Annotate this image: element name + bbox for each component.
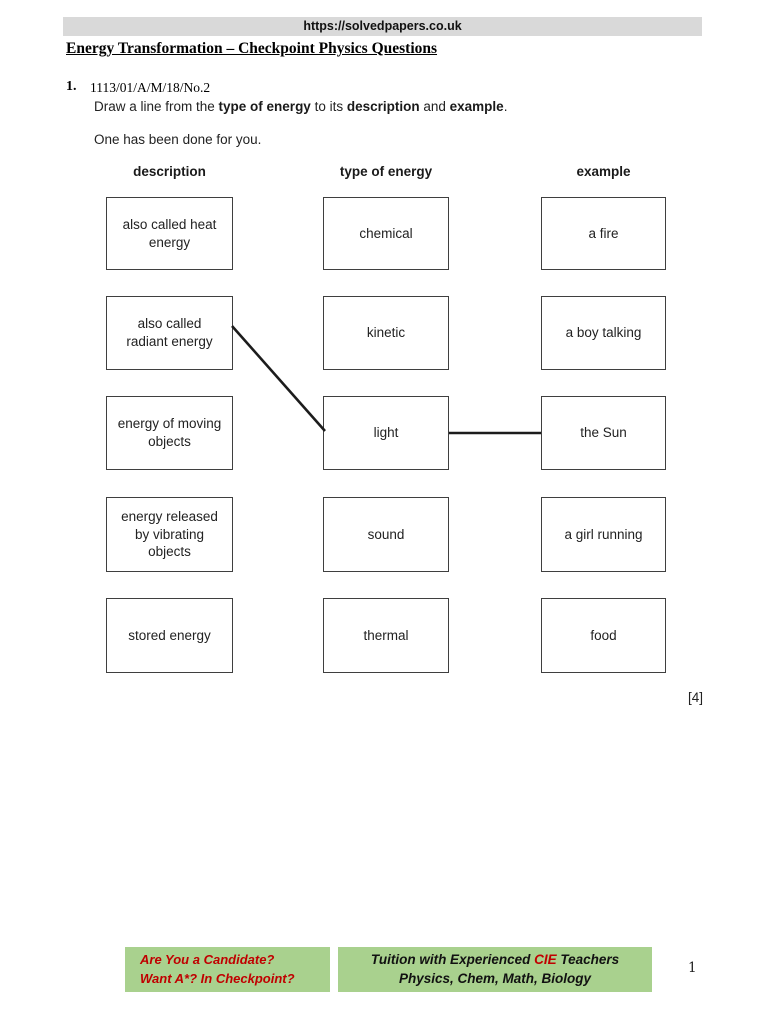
instruction-bold-example: example xyxy=(449,99,504,114)
footer-promo-left: Are You a Candidate? Want A*? In Checkpo… xyxy=(125,947,330,992)
page-title: Energy Transformation – Checkpoint Physi… xyxy=(66,40,438,57)
footer-promo-right: Tuition with Experienced CIE Teachers Ph… xyxy=(338,947,652,992)
type-box-sound: sound xyxy=(323,497,449,572)
description-box-moving-objects: energy of moving objects xyxy=(106,396,233,470)
site-url-banner: https://solvedpapers.co.uk xyxy=(63,17,702,36)
footer-promo-cie-label: CIE xyxy=(534,951,557,967)
answer-line-radiant-to-light xyxy=(231,325,326,432)
footer-promo-right-line1-prefix: Tuition with Experienced xyxy=(370,951,535,967)
instruction-text: to its xyxy=(310,99,347,114)
description-box-heat-energy: also called heat energy xyxy=(106,197,233,270)
type-box-chemical: chemical xyxy=(323,197,449,270)
footer-promo-right-line1: Tuition with Experienced CIE Teachers xyxy=(338,951,652,970)
example-box-a-girl-running: a girl running xyxy=(541,497,666,572)
example-box-food: food xyxy=(541,598,666,673)
column-header-description: description xyxy=(133,164,206,179)
footer-promo-right-line2: Physics, Chem, Math, Biology xyxy=(398,970,592,986)
example-box-a-fire: a fire xyxy=(541,197,666,270)
example-box-the-sun: the Sun xyxy=(541,396,666,470)
description-box-stored-energy: stored energy xyxy=(106,598,233,673)
description-box-radiant-energy: also called radiant energy xyxy=(106,296,233,370)
question-reference: 1113/01/A/M/18/No.2 xyxy=(90,80,211,95)
type-box-kinetic: kinetic xyxy=(323,296,449,370)
instruction-text: Draw a line from the xyxy=(94,99,219,114)
instruction-bold-description: description xyxy=(346,99,420,114)
footer-promo-right-line1-suffix: Teachers xyxy=(556,951,620,967)
question-number: 1. xyxy=(66,79,77,94)
example-box-a-boy-talking: a boy talking xyxy=(541,296,666,370)
question-instruction: Draw a line from the type of energy to i… xyxy=(94,99,507,114)
instruction-text: . xyxy=(503,99,508,114)
question-note: One has been done for you. xyxy=(94,132,262,147)
type-box-thermal: thermal xyxy=(323,598,449,673)
type-box-light: light xyxy=(323,396,449,470)
column-header-type-of-energy: type of energy xyxy=(339,164,433,179)
footer-promo-left-line2: Want A*? In Checkpoint? xyxy=(140,970,295,986)
footer-promo-left-line1: Are You a Candidate? xyxy=(140,952,275,968)
page-number: 1 xyxy=(688,960,697,976)
column-header-example: example xyxy=(576,164,631,179)
instruction-text: and xyxy=(419,99,450,114)
description-box-vibrating-objects: energy released by vibrating objects xyxy=(106,497,233,572)
marks-label: [4] xyxy=(688,690,704,705)
instruction-bold-type-of-energy: type of energy xyxy=(218,99,311,114)
